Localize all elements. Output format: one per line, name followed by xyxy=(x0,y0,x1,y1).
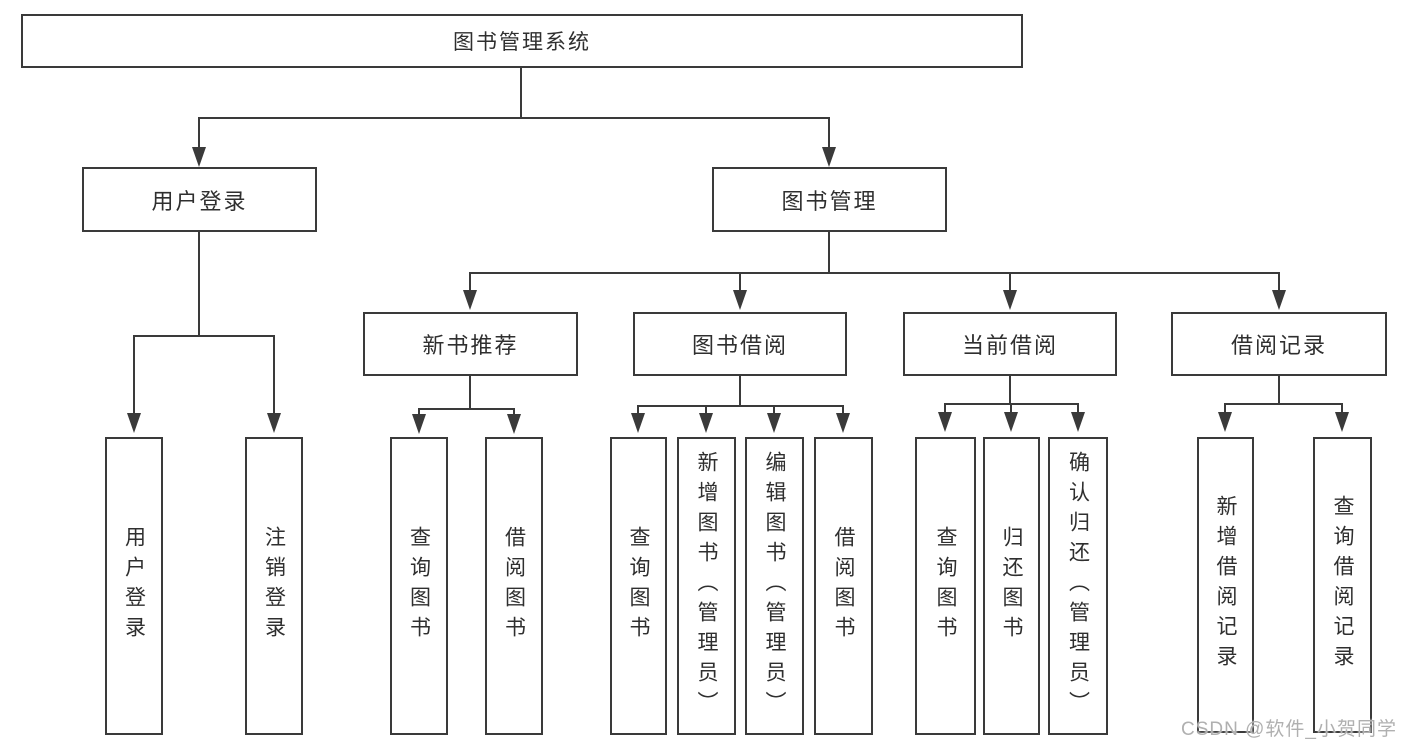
arrow-down-icon xyxy=(1004,412,1018,432)
node-label: 图书借阅 xyxy=(691,333,788,358)
leaf-logout: 注销登录 xyxy=(245,437,303,735)
leaf-label: 查询图书 xyxy=(934,526,957,646)
connector-hline xyxy=(637,405,844,407)
leaf-label: 查询借阅记录 xyxy=(1331,495,1354,675)
arrow-down-icon xyxy=(767,413,781,433)
connector-vline xyxy=(418,408,420,416)
node-label: 新书推荐 xyxy=(422,333,519,358)
connector-vline xyxy=(1009,376,1011,404)
connector-vline xyxy=(773,405,775,413)
arrow-down-icon xyxy=(1003,290,1017,310)
leaf-label: 查询图书 xyxy=(407,526,431,646)
connector-vline xyxy=(828,232,830,273)
node-user-login: 用户登录 xyxy=(82,167,317,232)
leaf-query-borrowing-record: 查询借阅记录 xyxy=(1313,437,1372,733)
connector-vline xyxy=(739,376,741,406)
connector-vline xyxy=(842,405,844,413)
leaf-recommend-query-books: 查询图书 xyxy=(390,437,448,735)
leaf-label: 编辑图书（管理员） xyxy=(763,451,786,721)
arrow-down-icon xyxy=(192,147,206,167)
leaf-label: 用户登录 xyxy=(122,526,146,646)
leaf-recommend-borrow-books: 借阅图书 xyxy=(485,437,543,735)
leaf-label: 新增图书（管理员） xyxy=(695,451,718,721)
node-label: 用户登录 xyxy=(151,188,248,214)
connector-vline xyxy=(520,68,522,118)
arrow-down-icon xyxy=(631,413,645,433)
arrow-down-icon xyxy=(1218,412,1232,432)
connector-vline xyxy=(1278,272,1280,291)
connector-vline xyxy=(1077,403,1079,412)
arrow-down-icon xyxy=(463,290,477,310)
leaf-user-login: 用户登录 xyxy=(105,437,163,735)
node-book-borrowing: 图书借阅 xyxy=(633,312,847,376)
connector-hline xyxy=(469,272,1280,274)
leaf-current-query-books: 查询图书 xyxy=(915,437,976,735)
leaf-borrowing-borrow-books: 借阅图书 xyxy=(814,437,873,735)
connector-vline xyxy=(469,272,471,291)
arrow-down-icon xyxy=(1071,412,1085,432)
node-current-borrowing: 当前借阅 xyxy=(903,312,1117,376)
arrow-down-icon xyxy=(733,290,747,310)
connector-vline xyxy=(469,376,471,409)
leaf-label: 查询图书 xyxy=(627,526,650,646)
connector-vline xyxy=(944,403,946,412)
node-label: 图书管理 xyxy=(781,188,878,214)
leaf-label: 注销登录 xyxy=(262,526,286,646)
leaf-confirm-return-admin: 确认归还（管理员） xyxy=(1048,437,1108,735)
connector-vline xyxy=(828,117,830,149)
arrow-down-icon xyxy=(699,413,713,433)
connector-vline xyxy=(198,232,200,336)
connector-vline xyxy=(513,408,515,416)
connector-vline xyxy=(273,335,275,415)
connector-vline xyxy=(1278,376,1280,404)
connector-hline xyxy=(1224,403,1343,405)
leaf-borrowing-query-books: 查询图书 xyxy=(610,437,667,735)
leaf-label: 借阅图书 xyxy=(502,526,526,646)
node-library-management-system: 图书管理系统 xyxy=(21,14,1023,68)
connector-hline xyxy=(418,408,515,410)
connector-vline xyxy=(637,405,639,413)
connector-vline xyxy=(705,405,707,413)
arrow-down-icon xyxy=(507,414,521,434)
arrow-down-icon xyxy=(1335,412,1349,432)
connector-vline xyxy=(1010,403,1012,412)
connector-vline xyxy=(1009,272,1011,291)
node-book-management: 图书管理 xyxy=(712,167,947,232)
leaf-label: 确认归还（管理员） xyxy=(1066,451,1090,721)
connector-hline xyxy=(133,335,275,337)
node-label: 图书管理系统 xyxy=(453,31,591,54)
leaf-add-borrowing-record: 新增借阅记录 xyxy=(1197,437,1254,733)
node-label: 当前借阅 xyxy=(961,333,1058,358)
leaf-label: 借阅图书 xyxy=(832,526,855,646)
connector-vline xyxy=(1341,403,1343,412)
watermark-text: CSDN @软件_小贺同学 xyxy=(1181,719,1397,740)
arrow-down-icon xyxy=(1272,290,1286,310)
connector-vline xyxy=(198,117,200,149)
connector-vline xyxy=(133,335,135,415)
connector-hline xyxy=(198,117,830,119)
leaf-add-books-admin: 新增图书（管理员） xyxy=(677,437,736,735)
leaf-label: 归还图书 xyxy=(1000,526,1023,646)
arrow-down-icon xyxy=(127,413,141,433)
node-borrowing-records: 借阅记录 xyxy=(1171,312,1387,376)
arrow-down-icon xyxy=(822,147,836,167)
leaf-return-books: 归还图书 xyxy=(983,437,1040,735)
arrow-down-icon xyxy=(836,413,850,433)
node-new-book-recommendation: 新书推荐 xyxy=(363,312,578,376)
arrow-down-icon xyxy=(938,412,952,432)
connector-vline xyxy=(1224,403,1226,412)
leaf-label: 新增借阅记录 xyxy=(1214,495,1237,675)
leaf-edit-books-admin: 编辑图书（管理员） xyxy=(745,437,804,735)
arrow-down-icon xyxy=(267,413,281,433)
connector-vline xyxy=(739,272,741,291)
arrow-down-icon xyxy=(412,414,426,434)
node-label: 借阅记录 xyxy=(1230,333,1327,358)
